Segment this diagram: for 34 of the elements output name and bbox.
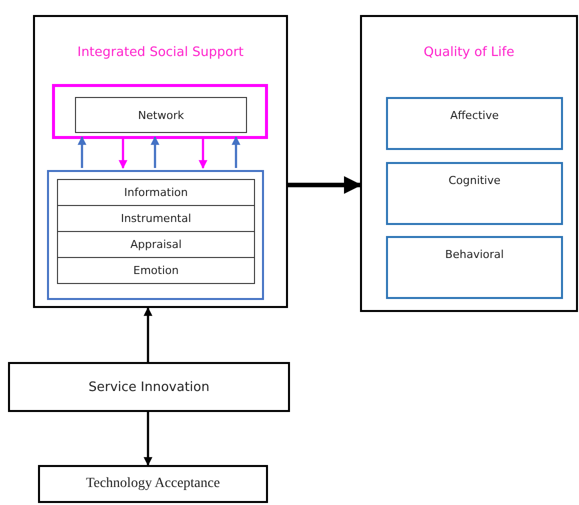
box-label: Network [138,108,184,122]
box-label: Emotion [133,264,179,277]
box-label: Technology Acceptance [86,476,220,492]
process-box [57,257,255,284]
process-box [57,231,255,258]
box-label: Information [124,186,188,199]
arrow [198,137,208,169]
group-title: Quality of Life [424,45,514,60]
process-box [57,179,255,206]
process-box [38,465,268,503]
box-label: Service Innovation [88,380,210,394]
arrow [150,136,160,168]
arrow [118,137,128,169]
box-label: Instrumental [120,212,192,225]
arrow [144,307,152,362]
process-box [75,97,247,133]
process-box [386,236,563,299]
group-box [52,84,268,139]
group-box [47,170,264,300]
process-box [386,162,563,225]
box-label: Affective [450,109,499,122]
arrow [144,412,152,466]
box-label: Behavioral [445,248,504,261]
process-box [8,362,290,412]
group-box [33,15,288,308]
process-box [386,97,563,150]
group-box [360,15,578,312]
group-title: Integrated Social Support [77,45,244,60]
box-label: Appraisal [130,238,182,251]
box-label: Cognitive [448,174,501,187]
arrow [288,176,362,194]
arrow [232,136,240,168]
process-box [57,205,255,232]
arrow [78,136,86,168]
